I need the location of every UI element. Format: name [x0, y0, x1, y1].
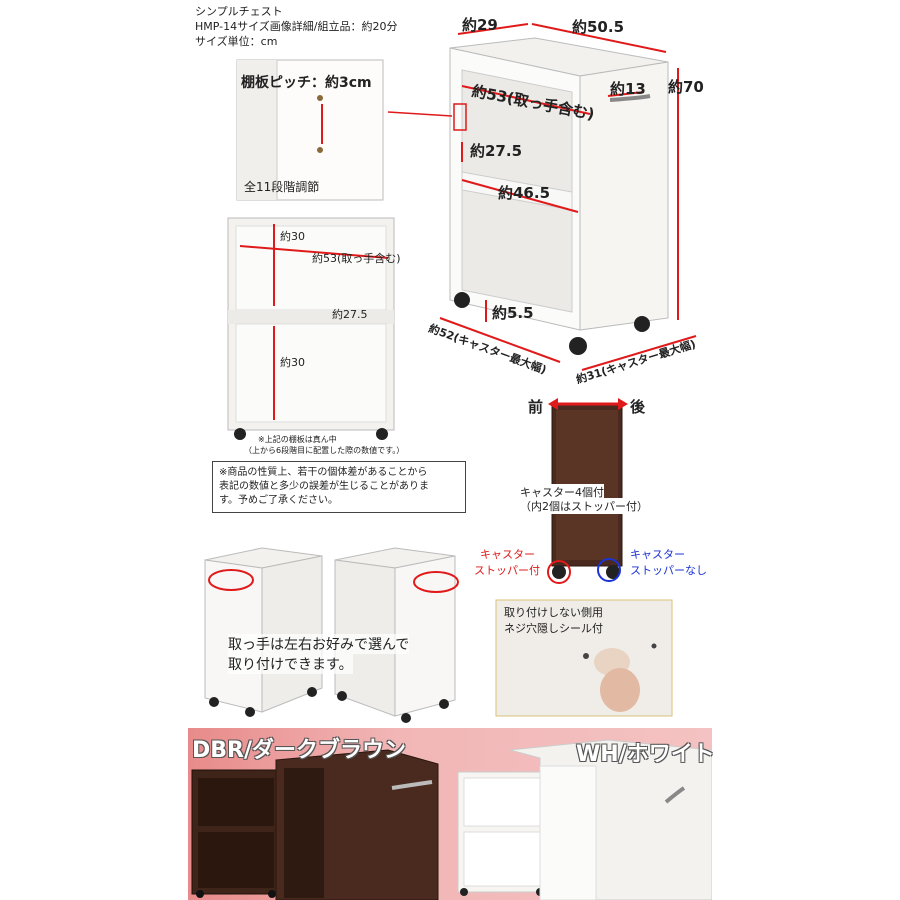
seal-text-2: ネジ穴隠しシール付: [504, 622, 603, 635]
pitch-closeup: [236, 59, 384, 201]
seal-closeup: [495, 599, 673, 717]
casters-count: キャスター4個付: [520, 484, 604, 500]
label-front: 前: [528, 398, 544, 416]
handle-text-2: 取り付けできます。: [228, 654, 353, 674]
front-note-2: （上から6段階目に配置した際の数値です。）: [244, 446, 405, 455]
size-unit: サイズ単位：cm: [195, 35, 278, 48]
disclaimer-line-3: す。予めご了承ください。: [219, 495, 338, 506]
product-name: シンプルチェスト: [195, 5, 283, 18]
main-dimension-arrows: [439, 23, 697, 371]
seal-text-1: 取り付けしない側用: [504, 606, 603, 619]
front-note-1: ※上記の棚板は真ん中: [258, 435, 337, 444]
main-cabinet: [449, 37, 669, 355]
pitch-caption: 全11段階調節: [244, 180, 320, 194]
front-depth: 約53(取っ手含む): [312, 252, 401, 265]
stopper-left-1: キャスター: [480, 548, 535, 561]
dim-depth: 約29: [462, 16, 498, 34]
front-bottom-gap: 約30: [280, 356, 305, 369]
color-dbr-label: DBR/ダークブラウン: [192, 738, 407, 763]
color-wh-label: WH/ホワイト: [576, 742, 715, 767]
front-shelf: 約27.5: [332, 308, 368, 321]
stopper-right-2: ストッパーなし: [630, 564, 707, 577]
disclaimer-line-2: 表記の数値と多少の誤差が生じることがありま: [219, 481, 429, 492]
dim-handle: 約13: [610, 80, 646, 98]
pitch-connector: [387, 111, 453, 117]
dim-shelf-gap: 約27.5: [470, 142, 523, 160]
pitch-title: 棚板ピッチ：約3cm: [241, 75, 372, 91]
stopper-left-2: ストッパー付: [474, 564, 540, 577]
disclaimer-box: ※商品の性質上、若干の個体差があることから 表記の数値と多少の誤差が生じることが…: [212, 461, 466, 513]
disclaimer-line-1: ※商品の性質上、若干の個体差があることから: [219, 467, 428, 478]
stopper-right-1: キャスター: [630, 548, 685, 561]
color-variations: DBR/ダークブラウン WH/ホワイト: [188, 728, 715, 900]
front-view: [227, 217, 395, 440]
dim-width: 約50.5: [572, 18, 625, 36]
front-top-gap: 約30: [280, 230, 305, 243]
handle-text-1: 取っ手は左右お好みで選んで: [228, 634, 410, 654]
label-back: 後: [630, 398, 646, 416]
color-variation-drawings: [191, 739, 712, 900]
dim-shelf-width: 約46.5: [498, 184, 551, 202]
product-detail: HMP-14サイズ画像詳細/組立品：約20分: [195, 20, 398, 33]
casters-stopper-count: （内2個はストッパー付）: [520, 498, 648, 514]
dim-height: 約70: [668, 78, 704, 96]
header: シンプルチェスト HMP-14サイズ画像詳細/組立品：約20分 サイズ単位：cm: [195, 4, 398, 49]
dim-caster-height: 約5.5: [492, 304, 534, 322]
